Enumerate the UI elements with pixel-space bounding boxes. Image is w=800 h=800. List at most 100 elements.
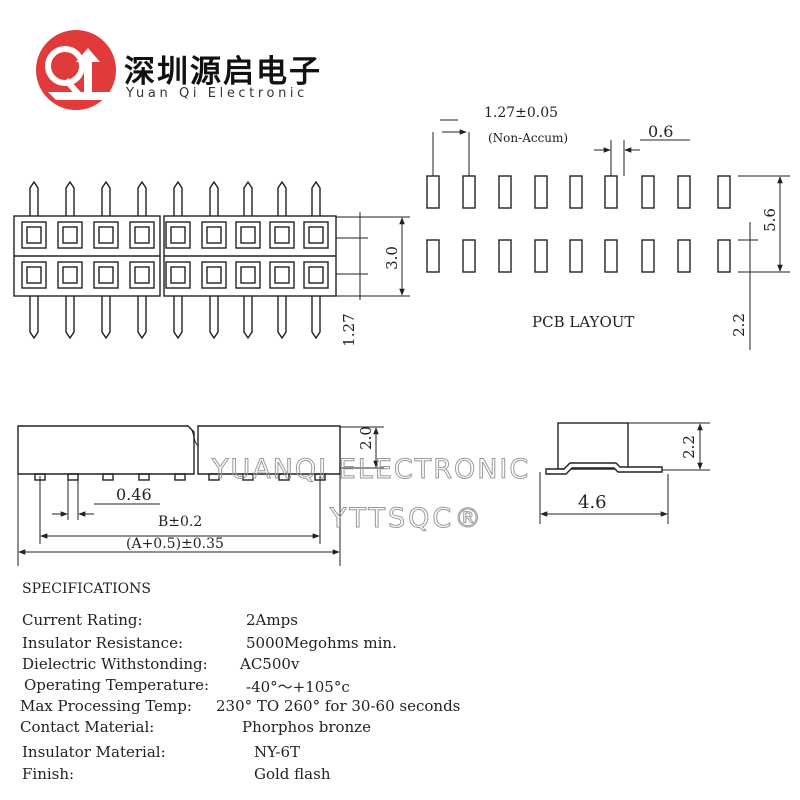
brand-name-cn: 深圳源启电子 (124, 54, 322, 90)
label-pitch: 1.27±0.05 (484, 105, 558, 121)
contact-cell-outer (235, 221, 261, 249)
contact-cell-inner (308, 266, 324, 284)
side-pins (34, 473, 326, 481)
spec-value: 230° TO 260° for 30-60 seconds (216, 697, 461, 715)
contact-cell-outer (57, 221, 83, 249)
pin-top (243, 180, 253, 216)
pcb-pads (426, 175, 731, 273)
pin-top (29, 180, 39, 216)
front-pins-bottom (29, 296, 321, 340)
pin-bottom (277, 296, 287, 340)
side-pin (278, 473, 290, 481)
contact-cell-inner (62, 226, 78, 244)
pcb-pad-bottom (569, 239, 583, 273)
pcb-layout-label: PCB LAYOUT (532, 313, 634, 331)
pin-top (209, 180, 219, 216)
logo-arrow-icon (76, 48, 100, 96)
label-pad-length: 2.2 (730, 313, 748, 337)
contact-cell-outer (21, 221, 47, 249)
pin-top (137, 180, 147, 216)
pcb-pad-bottom (677, 239, 691, 273)
side-pin (174, 473, 186, 481)
label-pin-pitch: 1.27 (340, 313, 358, 346)
contact-cell-outer (269, 261, 295, 289)
side-pin (242, 473, 254, 481)
contact-cell-outer (57, 261, 83, 289)
pcb-pad-bottom (641, 239, 655, 273)
pcb-pad-top (604, 175, 618, 209)
spec-label: Max Processing Temp: (20, 697, 192, 715)
contact-cell-inner (26, 226, 42, 244)
spec-value: Gold flash (254, 765, 331, 783)
side-pin (67, 473, 79, 481)
pcb-pad-top (677, 175, 691, 209)
label-pitch-note: (Non-Accum) (488, 131, 568, 145)
contact-cell-outer (93, 261, 119, 289)
side-pin (138, 473, 150, 481)
label-row-spacing: 5.6 (761, 208, 779, 232)
spec-value: 2Amps (246, 611, 298, 629)
spec-label: Insulator Resistance: (22, 634, 184, 652)
spec-row: Operating Temperature:-40°～+105°c (0, 676, 800, 696)
side-view (17, 425, 384, 566)
spec-value: 5000Megohms min. (246, 634, 397, 652)
contact-cell-outer (201, 261, 227, 289)
contact-cell-outer (93, 221, 119, 249)
spec-label: Dielectric Withstonding: (22, 655, 208, 673)
logo-slash (63, 78, 85, 100)
watermark-line1: YUANQI ELECTRONIC (211, 454, 530, 485)
label-end-height: 2.2 (680, 435, 698, 459)
pcb-pad-top (717, 175, 731, 209)
spec-label: Contact Material: (20, 718, 155, 736)
pin-top (311, 180, 321, 216)
pcb-pad-bottom (462, 239, 476, 273)
pin-bottom (173, 296, 183, 340)
label-end-width: 4.6 (578, 492, 607, 513)
contact-cell-outer (129, 221, 155, 249)
pcb-pad-bottom (534, 239, 548, 273)
contact-cell-inner (308, 226, 324, 244)
label-pad-width: 0.6 (648, 122, 673, 141)
contact-cell-outer (269, 221, 295, 249)
label-b-dim: B±0.2 (158, 514, 202, 530)
contact-cell-outer (303, 221, 329, 249)
pin-bottom (65, 296, 75, 340)
pcb-pad-top (498, 175, 512, 209)
contact-cell-outer (235, 261, 261, 289)
pin-bottom (311, 296, 321, 340)
pcb-pad-top (462, 175, 476, 209)
spec-row: Finish: Gold flash (0, 765, 800, 785)
pin-top (173, 180, 183, 216)
contact-cell-inner (98, 266, 114, 284)
front-pins-top (29, 180, 321, 216)
contact-cell-outer (165, 221, 191, 249)
front-cells (21, 221, 329, 289)
contact-cell-inner (26, 266, 42, 284)
contact-cell-inner (134, 226, 150, 244)
pin-top (101, 180, 111, 216)
pin-bottom (101, 296, 111, 340)
brand-name-en: Yuan Qi Electronic (126, 86, 308, 101)
spec-label: Current Rating: (22, 611, 143, 629)
pin-bottom (29, 296, 39, 340)
spec-row: Dielectric Withstonding:AC500v (0, 655, 800, 675)
contact-cell-inner (206, 266, 222, 284)
contact-cell-inner (274, 266, 290, 284)
pin-bottom (137, 296, 147, 340)
contact-cell-outer (303, 261, 329, 289)
pin-bottom (209, 296, 219, 340)
contact-cell-inner (62, 266, 78, 284)
pcb-pad-bottom (498, 239, 512, 273)
label-side-height: 2.0 (357, 426, 375, 450)
spec-row: Current Rating: 2Amps (0, 611, 800, 631)
spec-label: Finish: (22, 765, 75, 783)
label-pin-width: 0.46 (116, 485, 152, 504)
pin-top (277, 180, 287, 216)
spec-value: Phorphos bronze (242, 718, 371, 736)
pcb-pad-bottom (426, 239, 440, 273)
spec-value: NY-6T (254, 743, 300, 761)
watermark-line2: YTTSQC® (329, 503, 484, 534)
contact-cell-inner (170, 226, 186, 244)
pcb-pad-top (534, 175, 548, 209)
